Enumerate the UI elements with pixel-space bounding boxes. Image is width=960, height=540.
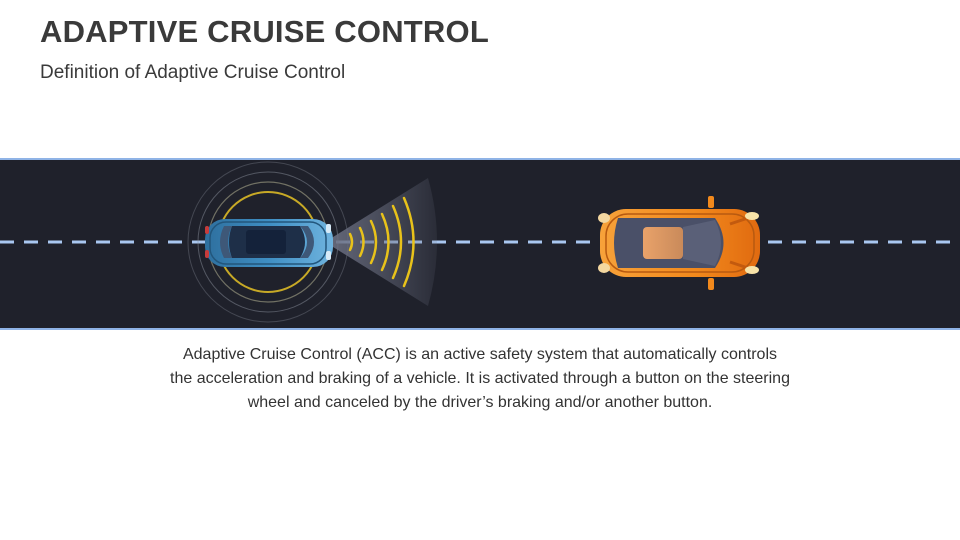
slide-title: ADAPTIVE CRUISE CONTROL (40, 14, 489, 49)
lead-car (598, 196, 760, 290)
road (0, 159, 960, 329)
road-illustration (0, 158, 960, 330)
ego-car (205, 219, 333, 267)
slide-subtitle: Definition of Adaptive Cruise Control (40, 62, 346, 83)
definition-text: Adaptive Cruise Control (ACC) is an acti… (170, 346, 790, 411)
sensor-waves (348, 196, 415, 288)
